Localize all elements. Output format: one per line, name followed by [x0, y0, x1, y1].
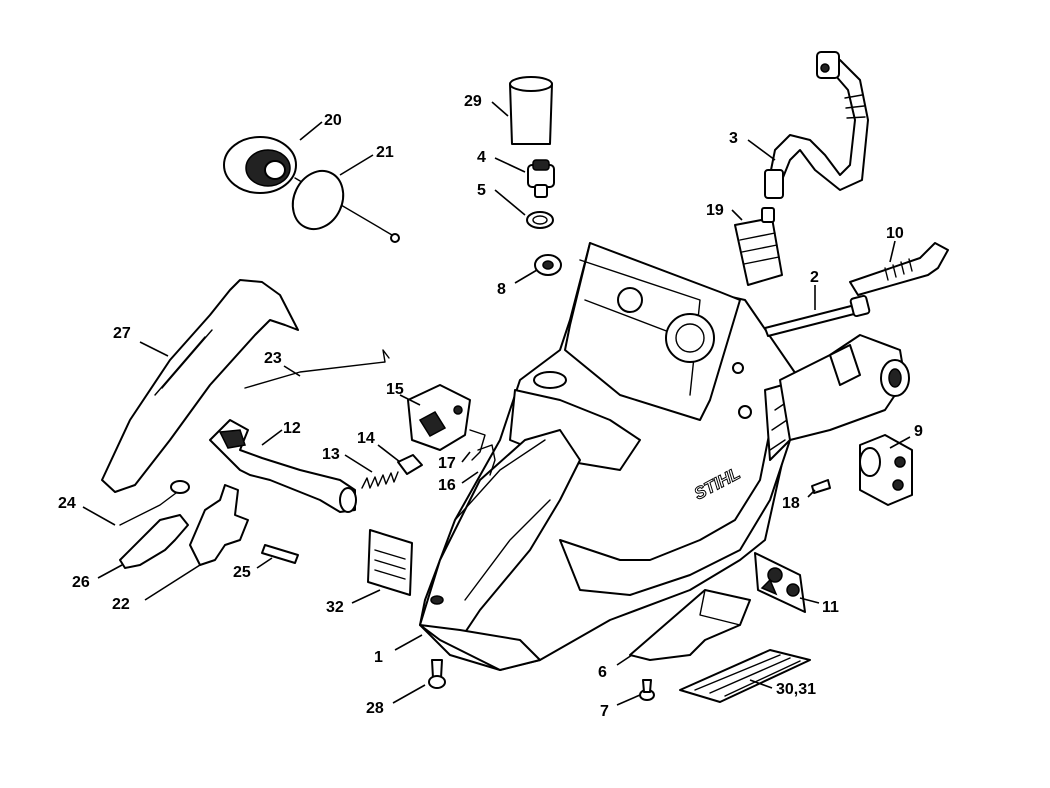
part-12-throttle-shaft [209, 419, 357, 513]
callout-29: 29 [464, 93, 482, 110]
part-19-fuel-filter [734, 207, 783, 286]
part-9-mount [859, 434, 913, 506]
part-4-valve [527, 159, 555, 198]
callout-8: 8 [497, 281, 506, 298]
leader-lines [82, 101, 911, 706]
callout-15: 15 [386, 381, 404, 398]
callout-2: 2 [810, 269, 819, 286]
part-1-housing: STIHL [419, 242, 910, 671]
callout-32: 32 [326, 599, 344, 616]
part-5-o-ring [526, 211, 554, 229]
part-3-fuel-hose [764, 51, 869, 199]
part-8-grommet [534, 254, 562, 276]
part-24-spring [119, 480, 190, 526]
callout-27: 27 [113, 325, 131, 342]
part-7-screw [639, 679, 655, 701]
part-13-spring [361, 471, 399, 489]
callout-12: 12 [283, 420, 301, 437]
callout-19: 19 [706, 202, 724, 219]
callout-24: 24 [58, 495, 76, 512]
part-14-block [397, 454, 423, 475]
callout-30-31: 30,31 [776, 681, 816, 698]
part-23-rod [244, 349, 390, 389]
part-11-warning-label [754, 552, 806, 613]
callout-1: 1 [374, 649, 383, 666]
callout-18: 18 [782, 495, 800, 512]
callout-26: 26 [72, 574, 90, 591]
callout-10: 10 [886, 225, 904, 242]
part-30-31-grip-pad [679, 649, 811, 703]
callout-14: 14 [357, 430, 375, 447]
part-25-pin [261, 544, 299, 564]
part-6-bottom-plate [629, 589, 751, 661]
part-22-trigger [189, 484, 249, 566]
callout-25: 25 [233, 564, 251, 581]
callout-3: 3 [729, 130, 738, 147]
callout-11: 11 [822, 599, 839, 616]
callout-20: 20 [324, 112, 342, 129]
callout-23: 23 [264, 350, 282, 367]
part-21-ring [291, 169, 345, 231]
callout-16: 16 [438, 477, 456, 494]
part-28-screw [428, 659, 446, 689]
callout-22: 22 [112, 596, 130, 613]
part-32-label [367, 529, 413, 596]
callout-6: 6 [598, 664, 607, 681]
callouts: 1 2 3 4 5 6 7 8 9 10 11 12 13 14 15 16 1… [58, 93, 923, 720]
callout-17: 17 [438, 455, 456, 472]
part-16-clip [477, 444, 496, 476]
part-27-handle-cover [101, 279, 299, 493]
part-26-lockout [119, 514, 189, 569]
callout-9: 9 [914, 423, 923, 440]
callout-13: 13 [322, 446, 340, 463]
callout-7: 7 [600, 703, 609, 720]
part-15-switch [407, 384, 471, 451]
callout-5: 5 [477, 182, 486, 199]
callout-4: 4 [477, 149, 486, 166]
part-2-bolt [764, 294, 871, 337]
part-17-spring-clip [469, 429, 486, 461]
callout-21: 21 [376, 144, 394, 161]
callout-28: 28 [366, 700, 384, 717]
part-10-hose-fitting [849, 242, 949, 296]
part-20-starter [223, 136, 400, 243]
part-29-sleeve [509, 76, 553, 145]
